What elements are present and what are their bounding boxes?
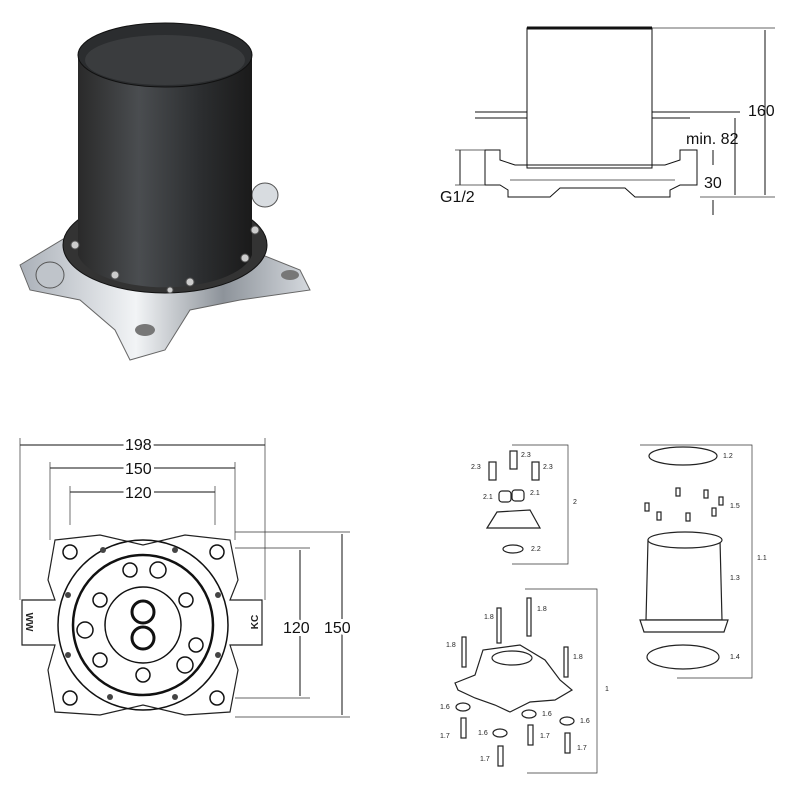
- label-1-7: 1.7: [577, 745, 587, 752]
- label-1-1: 1.1: [757, 555, 767, 562]
- label-1-2: 1.2: [723, 453, 733, 460]
- port-label-ww: WW: [23, 613, 34, 632]
- black-sleeve: [78, 55, 252, 288]
- sleeve-outline: [526, 27, 653, 169]
- sleeve-flange: [639, 619, 729, 633]
- side-view-drawing: 160 min. 82 30 G1/2: [440, 26, 775, 215]
- label-1-6: 1.6: [478, 730, 488, 737]
- ring-1-2: [648, 446, 718, 466]
- screws-1-5: [644, 487, 724, 522]
- dim-160: 160: [748, 103, 775, 120]
- dim-30: 30: [704, 175, 722, 192]
- right-inlet: [251, 182, 279, 208]
- sleeve-inner: [85, 35, 245, 85]
- cover-screws: [65, 547, 221, 700]
- oring-1-4: [646, 644, 720, 670]
- mount-hole: [135, 324, 155, 336]
- label-2-1: 2.1: [483, 494, 493, 501]
- label-1-6: 1.6: [580, 718, 590, 725]
- base-plate-outline: [21, 534, 263, 716]
- sleeve-1-3: [645, 539, 723, 621]
- dim-198: 198: [125, 437, 152, 454]
- label-1-7: 1.7: [480, 756, 490, 763]
- label-1-4: 1.4: [730, 654, 740, 661]
- label-1-6: 1.6: [440, 704, 450, 711]
- label-group-2: 2: [573, 499, 577, 506]
- base-body-1: [454, 644, 574, 713]
- product-render: [19, 22, 311, 361]
- cartridge-2: [485, 509, 542, 529]
- sleeve-top-rim: [647, 531, 723, 549]
- label-1-7: 1.7: [440, 733, 450, 740]
- label-1-6: 1.6: [542, 711, 552, 718]
- label-1-7: 1.7: [540, 733, 550, 740]
- dim-150-height: 150: [324, 620, 351, 637]
- mount-hole: [281, 270, 299, 280]
- label-2-1: 2.1: [530, 490, 540, 497]
- label-1-8: 1.8: [446, 642, 456, 649]
- label-1-3: 1.3: [730, 575, 740, 582]
- label-1-8: 1.8: [537, 606, 547, 613]
- dim-min-82: min. 82: [686, 131, 739, 148]
- base-opening: [491, 650, 533, 666]
- thread-g12: G1/2: [440, 189, 475, 206]
- bracket-group-2: [512, 444, 569, 565]
- label-2-2: 2.2: [531, 546, 541, 553]
- left-inlet: [35, 261, 65, 289]
- label-1-5: 1.5: [730, 503, 740, 510]
- port-label-kc: KC: [250, 615, 261, 629]
- anchors-1-7: [460, 717, 571, 767]
- seal-2-2: [502, 544, 524, 554]
- top-view-drawing: 198 150 120 120 150 WW: [19, 434, 354, 718]
- label-2-3: 2.3: [471, 464, 481, 471]
- flange-screws: [70, 225, 260, 294]
- label-1-8: 1.8: [484, 614, 494, 621]
- screws-2-3: [488, 450, 540, 481]
- bolts-1-8: [461, 597, 569, 678]
- label-1-8: 1.8: [573, 654, 583, 661]
- exploded-parts-view: 2 2.3 2.3 2.3 2.1 2.1 2.2 1.1 1.2 1.5 1.…: [440, 444, 767, 774]
- washers-1-6: [455, 702, 575, 738]
- dim-120-width: 120: [125, 485, 152, 502]
- plugs-2-1: [498, 489, 525, 503]
- dim-150-width: 150: [125, 461, 152, 478]
- base-body-side: [484, 149, 698, 198]
- label-2-3: 2.3: [521, 452, 531, 459]
- bracket-group-1: [525, 588, 598, 774]
- bracket-group-1-1: [640, 444, 753, 679]
- label-group-1: 1: [605, 686, 609, 693]
- label-2-3: 2.3: [543, 464, 553, 471]
- dim-120-height: 120: [283, 620, 310, 637]
